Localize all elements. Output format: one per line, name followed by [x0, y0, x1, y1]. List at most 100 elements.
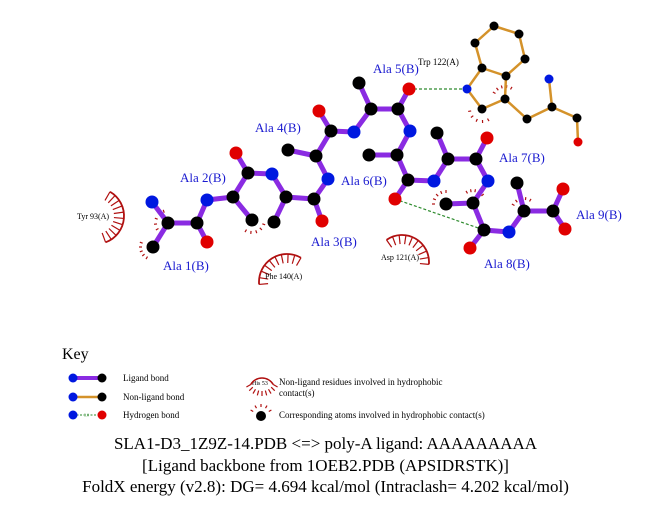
legend-ligand-bond-label: Ligand bond — [123, 373, 169, 383]
hydrophobic-label-tyr93: Tyr 93(A) — [77, 212, 109, 221]
hydrophobic-label-asp121: Asp 121(A) — [381, 253, 419, 262]
carbon-atom — [401, 173, 415, 187]
oxygen-atom — [463, 241, 477, 255]
carbon-atom — [510, 176, 524, 190]
nitrogen-atom — [427, 174, 441, 188]
nonligand-bond — [526, 105, 553, 121]
carbon-atom — [489, 21, 499, 31]
legend: Key Ligand bond Non-ligand bond 3.0 Hydr… — [62, 346, 485, 421]
carbon-atom — [281, 143, 295, 157]
carbon-atom — [307, 192, 321, 206]
carbon-atom — [364, 102, 378, 116]
carbon-atom — [441, 152, 455, 166]
legend-nitrogen-atom — [68, 373, 78, 383]
legend-nitrogen-atom — [68, 410, 78, 420]
residue-label-ala2: Ala 2(B) — [180, 170, 226, 185]
carbon-atom — [362, 148, 376, 162]
nitrogen-atom — [403, 124, 417, 138]
carbon-atom — [279, 190, 293, 204]
hydrophobic-contact-marker — [468, 110, 490, 124]
carbon-atom — [517, 204, 531, 218]
carbon-atom — [352, 76, 366, 90]
carbon-atom — [226, 190, 240, 204]
residue-label-ala4: Ala 4(B) — [255, 120, 301, 135]
hydrophobic-arc-tyr93 — [101, 190, 125, 244]
oxygen-atom — [200, 235, 214, 249]
hydrophobic-label-phe140: Phe 140(A) — [265, 272, 302, 281]
hydrophobic-contact-marker — [244, 223, 266, 234]
carbon-atom — [309, 149, 323, 163]
nitrogen-atom — [321, 172, 335, 186]
legend-hbond-label: Hydrogen bond — [123, 410, 180, 420]
carbon-atom — [161, 216, 175, 230]
oxygen-atom — [312, 104, 326, 118]
carbon-atom — [469, 152, 483, 166]
carbon-atom — [501, 71, 511, 81]
carbon-atom — [572, 113, 582, 123]
nitrogen-atom — [145, 195, 159, 209]
carbon-atom — [477, 63, 487, 73]
carbon-atom — [547, 102, 557, 112]
hydrophobic-arc-phe140 — [258, 253, 302, 286]
carbon-atom — [470, 38, 480, 48]
residue-label-ala8: Ala 8(B) — [484, 256, 530, 271]
carbon-atom — [391, 102, 405, 116]
residue-label-ala7: Ala 7(B) — [499, 150, 545, 165]
carbon-atom — [267, 215, 281, 229]
residue-label-ala5: Ala 5(B) — [373, 61, 419, 76]
carbon-atom — [500, 94, 510, 104]
carbon-atom — [324, 124, 338, 138]
carbon-atom — [477, 223, 491, 237]
oxygen-atom — [402, 82, 416, 96]
caption-line-1: SLA1-D3_1Z9Z-14.PDB <=> poly-A ligand: A… — [113, 434, 538, 453]
oxygen-atom — [480, 131, 494, 145]
legend-nonligand-hydrophobic-label-2: contact(s) — [279, 388, 314, 398]
nitrogen-atom — [462, 84, 472, 94]
legend-carbon-atom — [97, 373, 107, 383]
residue-label-ala3: Ala 3(B) — [311, 234, 357, 249]
nonligand-bond — [504, 98, 528, 120]
caption-line-3: FoldX energy (v2.8): DG= 4.694 kcal/mol … — [82, 477, 569, 496]
residue-label-ala1: Ala 1(B) — [163, 258, 209, 273]
carbon-atom — [514, 29, 524, 39]
carbon-atom — [477, 104, 487, 114]
legend-nonligand-bond-label: Non-ligand bond — [123, 392, 185, 402]
legend-hydrophobic-arc — [246, 377, 278, 396]
oxygen-atom — [315, 214, 329, 228]
nitrogen-atom — [544, 74, 554, 84]
hydrophobic-contact-marker — [492, 85, 513, 95]
nonligand-bond — [551, 105, 578, 120]
nonligand-bond — [547, 78, 554, 108]
carbon-atom — [520, 54, 530, 64]
legend-oxygen-atom — [97, 410, 107, 420]
legend-corresponding-atoms-label: Corresponding atoms involved in hydropho… — [279, 410, 485, 420]
nitrogen-atom — [347, 125, 361, 139]
oxygen-atom — [558, 222, 572, 236]
legend-hydrophobic-marker — [250, 404, 272, 413]
residue-label-ala9: Ala 9(B) — [576, 207, 622, 222]
hydrogen-bond — [394, 198, 485, 231]
carbon-atom — [146, 240, 160, 254]
legend-hydrophobic-atom-icon — [250, 404, 272, 421]
residue-label-trp122: Trp 122(A) — [418, 57, 459, 67]
legend-title: Key — [62, 346, 89, 363]
carbon-atom — [466, 196, 480, 210]
carbon-atom — [522, 114, 532, 124]
carbon-atom — [390, 148, 404, 162]
carbon-atom — [241, 166, 255, 180]
legend-hbond-length: 3.0 — [84, 413, 89, 418]
hydrophobic-arc-asp121 — [385, 234, 430, 265]
oxygen-atom — [229, 146, 243, 160]
oxygen-atom — [556, 182, 570, 196]
oxygen-atom — [573, 137, 583, 147]
legend-hydrophobic-arc-icon — [246, 377, 278, 396]
hydrophobic-contact-marker — [432, 190, 447, 205]
hydrophobic-contact-marker — [139, 241, 149, 260]
residue-label-ala6: Ala 6(B) — [341, 173, 387, 188]
oxygen-atom — [388, 192, 402, 206]
carbon-atom — [245, 213, 259, 227]
nitrogen-atom — [502, 225, 516, 239]
legend-example-residue: His 53 — [252, 381, 268, 387]
